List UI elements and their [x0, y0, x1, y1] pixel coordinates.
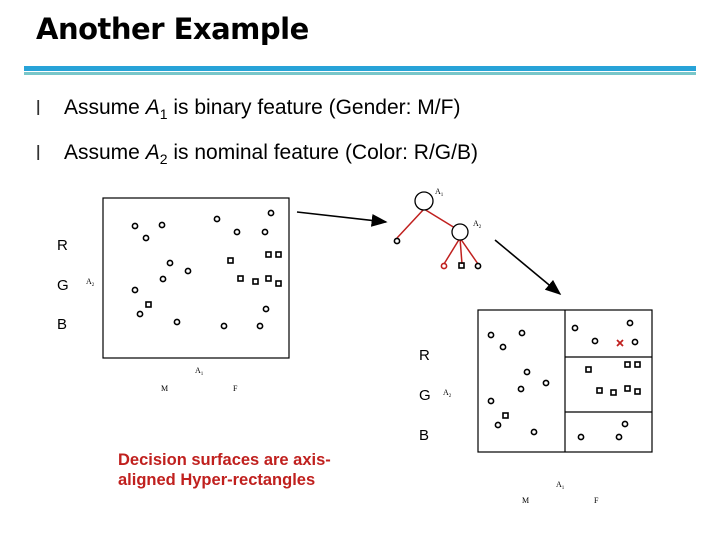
data-point-circle	[577, 433, 585, 441]
data-point-square	[585, 366, 592, 373]
data-point-square	[634, 388, 641, 395]
arrow-to-partition	[494, 239, 562, 296]
tree-leaf-circle	[474, 262, 482, 270]
data-point-circle	[487, 397, 495, 405]
arrow-to-tree	[296, 211, 388, 227]
right-y-label-b: B	[419, 427, 429, 444]
tree-child-node	[451, 223, 469, 241]
data-point-circle	[591, 337, 599, 345]
x-mark-icon	[616, 339, 624, 347]
data-point-circle	[213, 215, 221, 223]
data-point-circle	[233, 228, 241, 236]
right-y-label-g: G	[419, 387, 431, 404]
note-line: Decision surfaces are axis-	[118, 451, 331, 469]
right-x-label-f: F	[594, 496, 599, 505]
decision-surfaces-note: Decision surfaces are axis- aligned Hype…	[118, 450, 398, 490]
bullet-nominal-feature: Assume A2 is nominal feature (Color: R/G…	[64, 141, 478, 168]
right-y-axis-var: A2	[443, 388, 452, 399]
data-point-circle	[256, 322, 264, 330]
data-point-square	[275, 251, 282, 258]
tree-edge	[423, 208, 456, 229]
data-point-circle	[523, 368, 531, 376]
right-x-axis-var: A1	[556, 480, 565, 491]
data-point-circle	[571, 324, 579, 332]
tree-leaf-square	[458, 262, 465, 269]
left-plot-frame	[102, 197, 290, 359]
data-point-circle	[494, 421, 502, 429]
data-point-circle	[518, 329, 526, 337]
slide-title: Another Example	[36, 12, 309, 46]
data-point-circle	[173, 318, 181, 326]
data-point-circle	[631, 338, 639, 346]
tree-edge	[459, 237, 479, 265]
bullet-marker: l	[36, 143, 41, 165]
data-point-circle	[142, 234, 150, 242]
data-point-circle	[131, 222, 139, 230]
data-point-circle	[517, 385, 525, 393]
data-point-square	[252, 278, 259, 285]
data-point-circle	[542, 379, 550, 387]
bullet-marker: l	[36, 98, 41, 120]
data-point-circle	[158, 221, 166, 229]
decision-tree: A1 A2	[393, 187, 482, 270]
left-y-label-b: B	[57, 316, 67, 333]
left-plot: R G B A2 A1 M F	[57, 197, 290, 393]
data-point-square	[227, 257, 234, 264]
title-underline-bar-secondary	[24, 72, 696, 75]
data-point-square	[610, 389, 617, 396]
data-point-square	[634, 361, 641, 368]
data-point-circle	[267, 209, 275, 217]
tree-edge	[396, 208, 425, 239]
title-underline-bar	[24, 66, 696, 71]
tree-child-var: A2	[473, 219, 482, 230]
data-point-circle	[184, 267, 192, 275]
data-point-circle	[262, 305, 270, 313]
data-point-circle	[487, 331, 495, 339]
data-point-circle	[499, 343, 507, 351]
data-point-circle	[159, 275, 167, 283]
tree-leaf-circle	[393, 237, 401, 245]
data-point-square	[145, 301, 152, 308]
bullet-binary-feature: Assume A1 is binary feature (Gender: M/F…	[64, 96, 461, 123]
data-point-circle	[136, 310, 144, 318]
right-x-label-m: M	[522, 496, 529, 505]
data-point-square	[502, 412, 509, 419]
data-point-circle	[131, 286, 139, 294]
left-y-label-r: R	[57, 237, 68, 254]
note-line: aligned Hyper-rectangles	[118, 471, 316, 489]
right-plot: R G B A2 A1 M F	[419, 309, 653, 505]
data-point-circle	[530, 428, 538, 436]
left-x-axis-var: A1	[195, 366, 204, 377]
data-point-square	[275, 280, 282, 287]
data-point-square	[624, 361, 631, 368]
data-point-square	[265, 251, 272, 258]
data-point-square	[265, 275, 272, 282]
left-y-axis-var: A2	[86, 277, 95, 288]
data-point-circle	[220, 322, 228, 330]
tree-root-node	[414, 191, 434, 211]
data-point-square	[596, 387, 603, 394]
data-point-square	[237, 275, 244, 282]
data-point-circle	[166, 259, 174, 267]
left-x-label-m: M	[161, 384, 168, 393]
tree-root-var: A1	[435, 187, 444, 198]
data-point-circle	[261, 228, 269, 236]
right-y-label-r: R	[419, 347, 430, 364]
data-point-circle	[626, 319, 634, 327]
tree-edge	[459, 237, 463, 265]
left-x-label-f: F	[233, 384, 238, 393]
data-point-circle	[621, 420, 629, 428]
tree-edge	[443, 237, 461, 265]
tree-leaf-circle	[440, 262, 448, 270]
data-point-square	[624, 385, 631, 392]
data-point-circle	[615, 433, 623, 441]
left-y-label-g: G	[57, 277, 69, 294]
